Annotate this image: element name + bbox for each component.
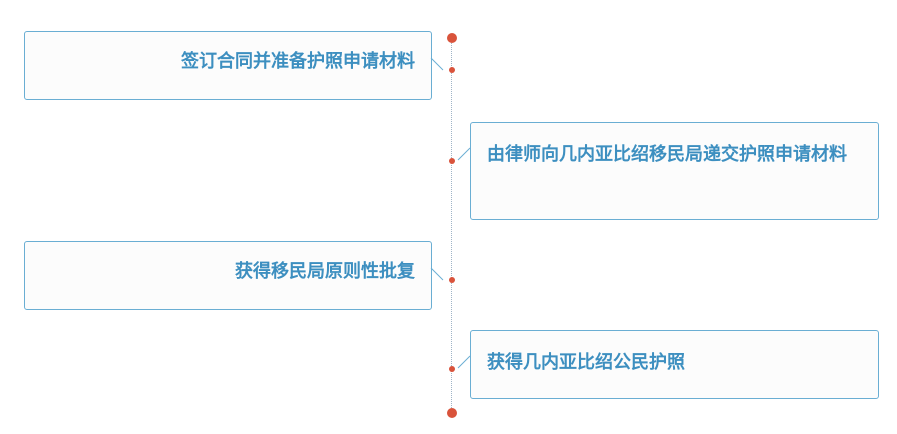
timeline-step-1: 签订合同并准备护照申请材料 bbox=[24, 31, 432, 100]
timeline-step-3: 获得移民局原则性批复 bbox=[24, 241, 432, 310]
timeline-step-2: 由律师向几内亚比绍移民局递交护照申请材料 bbox=[470, 122, 879, 220]
timeline-start-dot bbox=[447, 33, 457, 43]
timeline-step-4-dot bbox=[449, 366, 455, 372]
timeline-step-4-label: 获得几内亚比绍公民护照 bbox=[487, 352, 685, 373]
timeline-axis bbox=[451, 38, 452, 414]
timeline-step-4: 获得几内亚比绍公民护照 bbox=[470, 330, 879, 399]
timeline-step-3-dot bbox=[449, 277, 455, 283]
timeline-step-2-connector bbox=[457, 147, 471, 161]
timeline-step-2-label: 由律师向几内亚比绍移民局递交护照申请材料 bbox=[487, 144, 847, 165]
timeline-step-3-label: 获得移民局原则性批复 bbox=[235, 261, 415, 282]
timeline-step-1-dot bbox=[449, 67, 455, 73]
timeline-step-1-label: 签订合同并准备护照申请材料 bbox=[181, 51, 415, 72]
timeline-step-2-dot bbox=[449, 158, 455, 164]
timeline-step-1-connector bbox=[430, 57, 444, 71]
timeline-step-4-connector bbox=[457, 355, 471, 369]
timeline-step-3-connector bbox=[430, 267, 444, 281]
timeline-end-dot bbox=[447, 408, 457, 418]
